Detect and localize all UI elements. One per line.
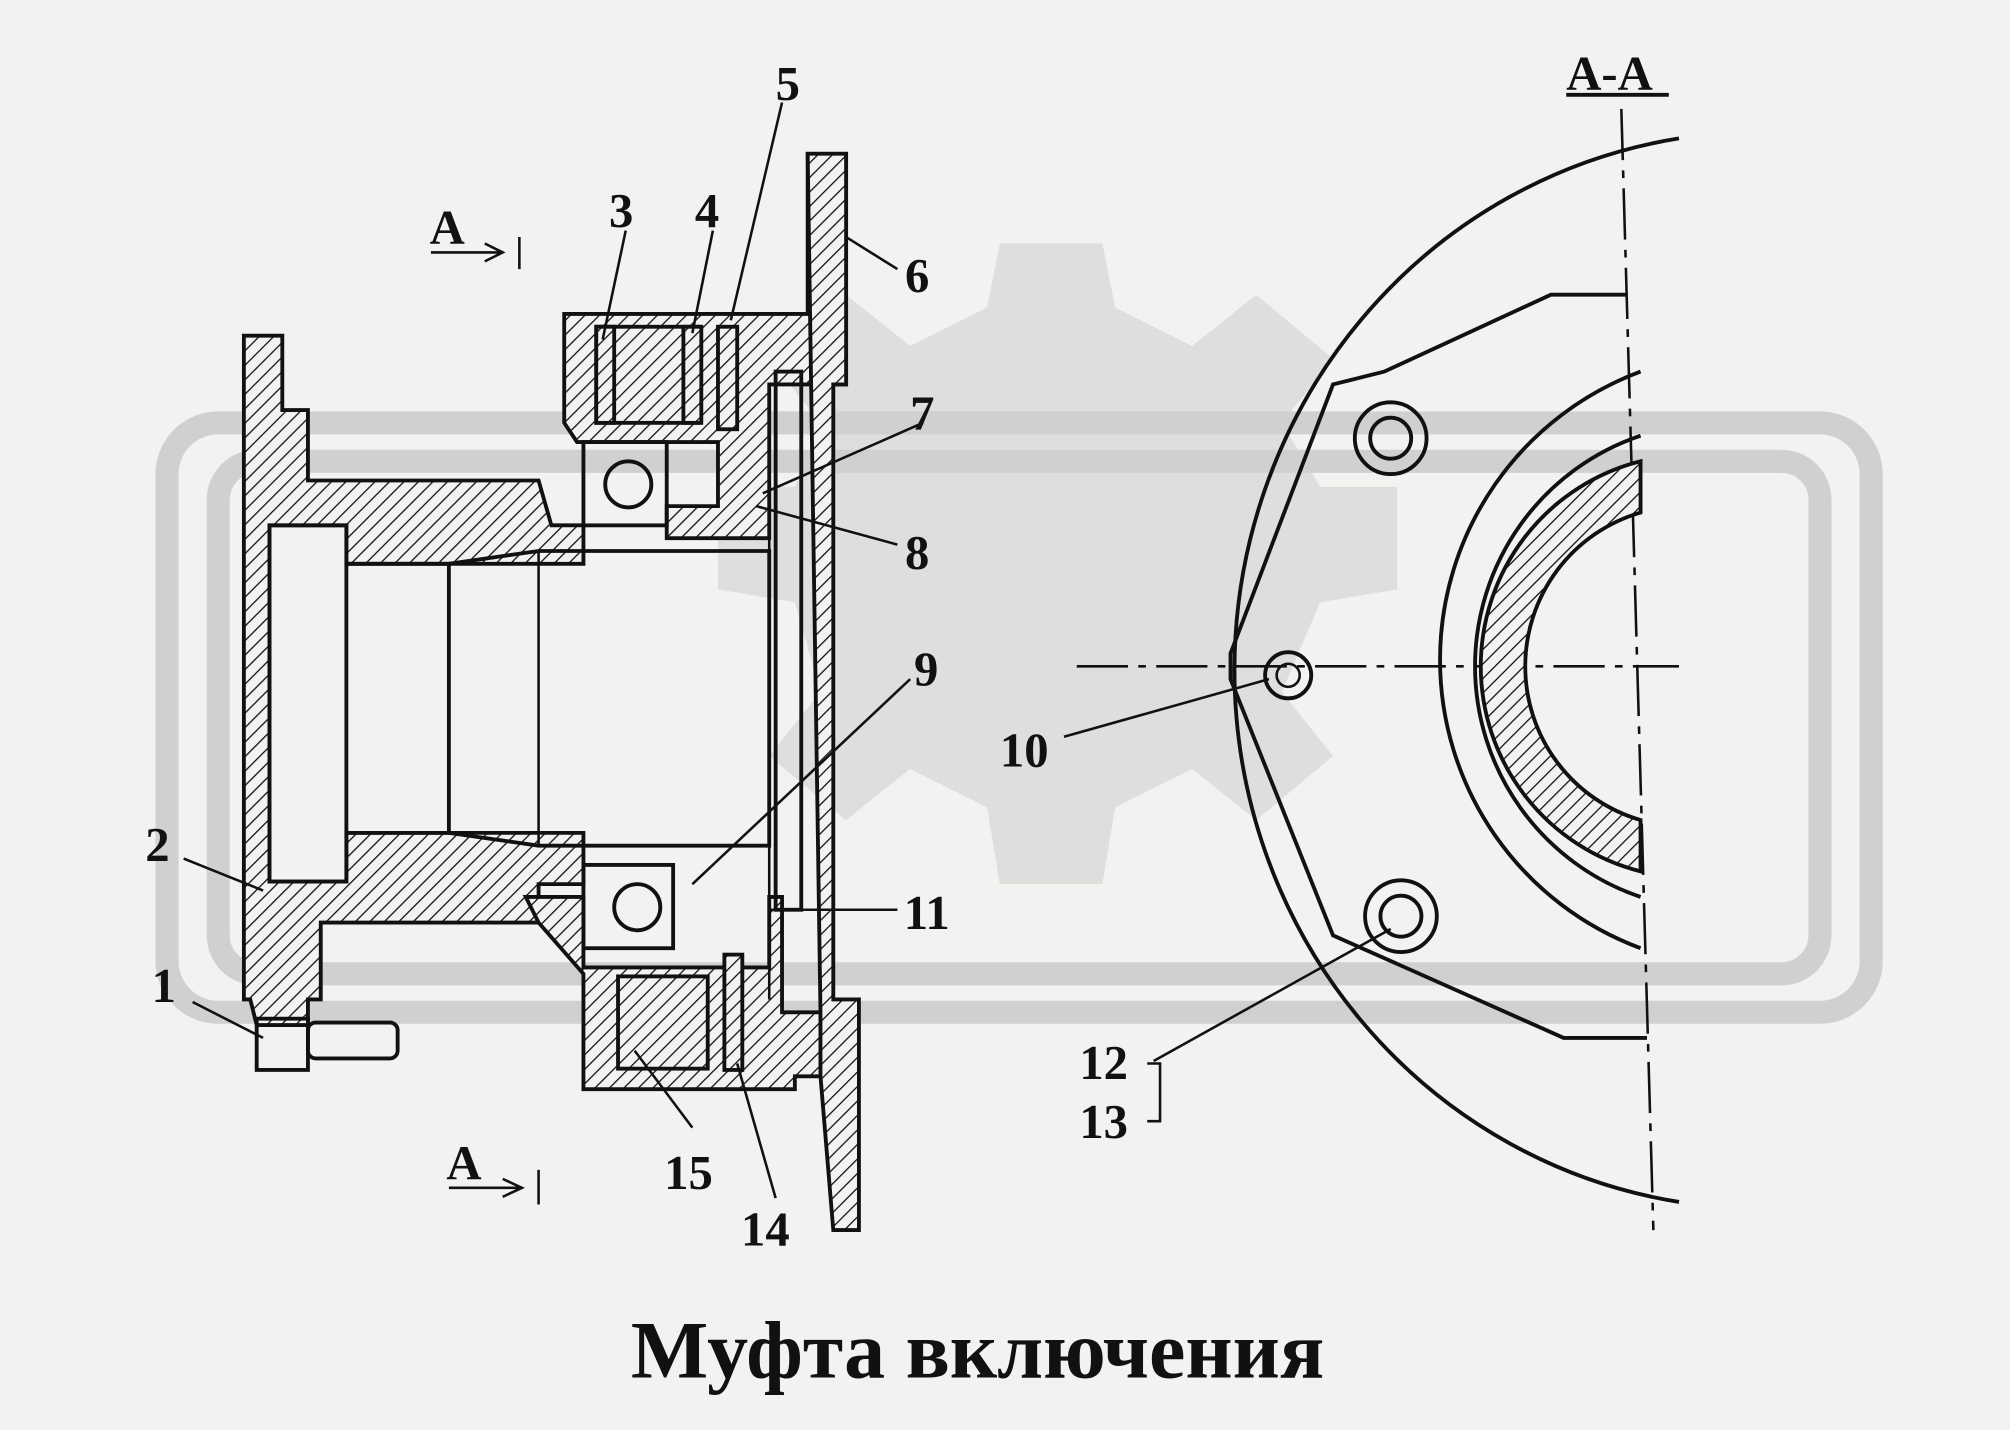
callout-11: 11	[904, 886, 950, 940]
callout-2: 2	[145, 818, 169, 872]
callout-14: 14	[741, 1202, 790, 1256]
leader-lines	[183, 92, 1669, 1205]
watermark-logo	[155, 243, 1883, 1024]
callout-7: 7	[910, 386, 934, 440]
callout-3: 3	[609, 184, 633, 238]
callout-15: 15	[664, 1146, 713, 1200]
section-marker-bottom: A	[446, 1136, 481, 1190]
diagram-title: Муфта включения	[631, 1304, 1324, 1395]
section-aa-view	[1076, 108, 1680, 1231]
callout-12: 12	[1079, 1036, 1128, 1090]
callout-6: 6	[905, 249, 929, 303]
callout-1: 1	[152, 959, 176, 1013]
callout-5: 5	[776, 57, 800, 111]
callout-4: 4	[695, 184, 719, 238]
section-marker-top: A	[430, 200, 465, 254]
callout-9: 9	[914, 643, 938, 697]
coupling-section-view	[241, 151, 861, 1233]
callout-13: 13	[1079, 1095, 1128, 1149]
section-view-label: A-A	[1566, 47, 1653, 101]
callout-8: 8	[905, 526, 929, 580]
callout-10: 10	[1000, 723, 1049, 777]
